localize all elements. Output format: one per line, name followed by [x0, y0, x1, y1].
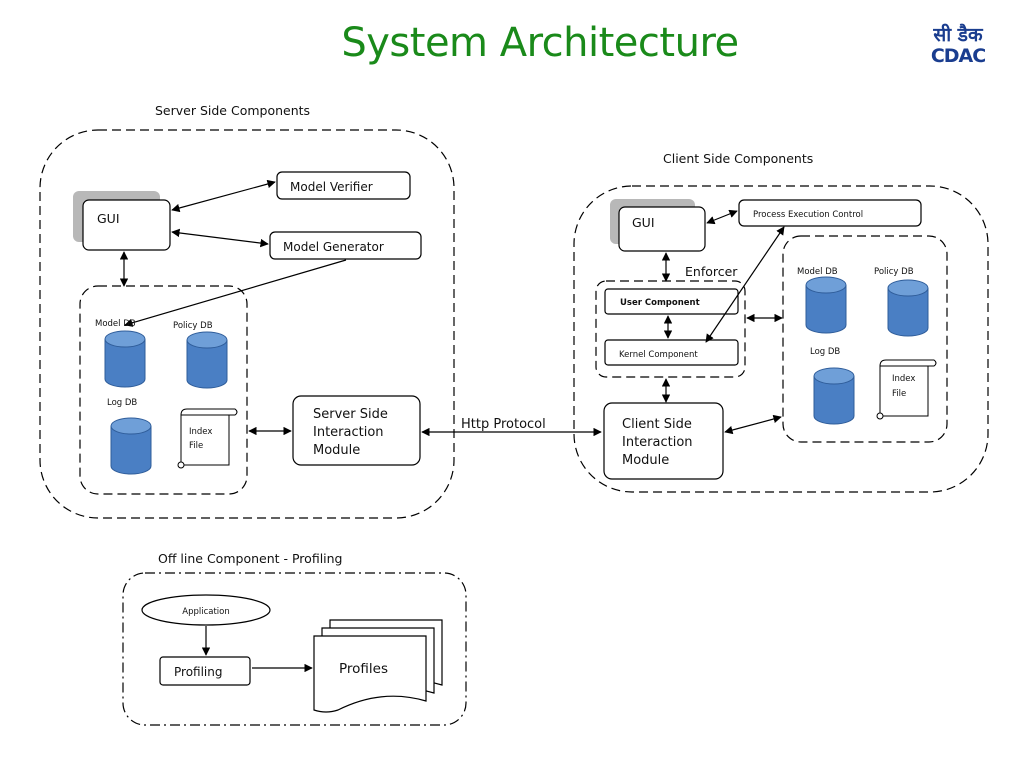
client-index-file-icon [876, 359, 937, 420]
client-heading: Client Side Components [663, 151, 813, 166]
server-db-group [79, 285, 248, 495]
server-log-db-icon [110, 417, 152, 475]
process-execution-control-label: Process Execution Control [753, 210, 863, 220]
arrow-pec-kernel [705, 226, 785, 343]
client-interaction-line1: Client Side [622, 417, 692, 432]
client-policy-db-icon [887, 279, 929, 337]
client-interaction-module: Client Side Interaction Module [603, 402, 724, 480]
application-label: Application [182, 607, 230, 617]
arrow-gui-verifier [171, 179, 276, 213]
arrow-gui-pec [706, 209, 738, 225]
arrow-interaction-dbgroup [724, 414, 782, 435]
server-model-db-label: Model DB [95, 319, 136, 329]
client-container [573, 185, 989, 493]
client-log-db-label: Log DB [810, 347, 840, 357]
model-verifier-box: Model Verifier [276, 171, 411, 200]
model-generator-box: Model Generator [269, 231, 422, 260]
client-interaction-line2: Interaction [622, 435, 693, 450]
client-model-db-label: Model DB [797, 267, 838, 277]
offline-heading: Off line Component - Profiling [158, 551, 343, 566]
client-db-group [782, 235, 948, 443]
http-protocol-label: Http Protocol [461, 417, 546, 432]
user-component-label: User Component [620, 298, 700, 308]
server-log-db-label: Log DB [107, 398, 137, 408]
client-log-db-icon [813, 367, 855, 425]
client-policy-db-label: Policy DB [874, 267, 914, 277]
profiles-document-stack: Profiles [313, 619, 443, 713]
model-generator-label: Model Generator [283, 240, 384, 254]
profiles-label: Profiles [339, 661, 388, 677]
logo-hindi-text: सी डैक [933, 24, 983, 46]
enforcer-label: Enforcer [685, 264, 738, 279]
server-interaction-module: Server Side Interaction Module [292, 395, 421, 466]
offline-container [122, 572, 467, 726]
application-node: Application [141, 594, 271, 626]
profiling-box: Profiling [159, 656, 251, 686]
kernel-component-box: Kernel Component [604, 339, 739, 366]
client-model-db-icon [805, 276, 847, 334]
server-interaction-line3: Module [313, 443, 360, 458]
server-index-line1: Index [189, 427, 212, 437]
cdac-logo: सी डैक CDAC [922, 24, 994, 66]
client-index-line1: Index [892, 374, 915, 384]
logo-english-text: CDAC [930, 45, 986, 67]
kernel-component-label: Kernel Component [619, 350, 698, 360]
server-model-db-icon [104, 330, 146, 388]
server-policy-db-label: Policy DB [173, 321, 213, 331]
server-heading: Server Side Components [155, 103, 310, 118]
user-component-box: User Component [604, 288, 739, 315]
server-index-line2: File [189, 441, 203, 451]
process-execution-control-box: Process Execution Control [738, 199, 922, 227]
server-interaction-line2: Interaction [313, 425, 384, 440]
page-title: System Architecture [341, 20, 739, 66]
arrow-generator-modeldb [124, 259, 347, 327]
server-index-file-icon [177, 408, 238, 469]
model-verifier-label: Model Verifier [290, 180, 373, 194]
server-container [39, 129, 455, 519]
profiling-label: Profiling [174, 665, 223, 679]
server-policy-db-icon [186, 331, 228, 389]
client-index-line2: File [892, 389, 906, 399]
arrow-gui-generator [171, 228, 269, 248]
server-gui: GUI [73, 191, 171, 251]
client-gui: GUI [610, 199, 706, 252]
server-gui-label: GUI [97, 211, 120, 226]
client-gui-label: GUI [632, 215, 655, 230]
server-interaction-line1: Server Side [313, 407, 388, 422]
client-interaction-line3: Module [622, 453, 669, 468]
